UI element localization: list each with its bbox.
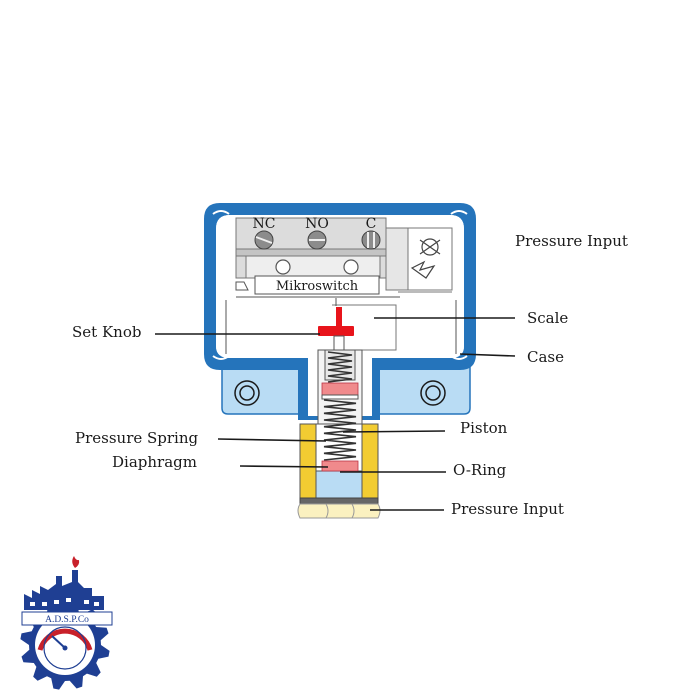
leader-lines	[155, 317, 516, 511]
terminal-label-no: NO	[305, 216, 329, 232]
terminal-screw-nc	[254, 230, 274, 250]
corner-mark-tr	[450, 210, 468, 215]
label-scale: Scale	[527, 309, 568, 327]
logo-text: A.D.S.P.Co	[45, 615, 89, 625]
label-pressure-spring: Pressure Spring	[75, 429, 199, 447]
corner-mark-bl	[212, 355, 230, 360]
spring-coil	[327, 351, 353, 383]
label-pressure-input-bottom: Pressure Input	[451, 500, 564, 518]
corner-mark-br	[450, 355, 468, 360]
diaphragm-seal	[321, 460, 359, 472]
label-diaphragm: Diaphragm	[112, 453, 197, 471]
terminal-screw-c	[361, 230, 381, 250]
spring-coil	[323, 399, 357, 461]
flame-icon	[72, 556, 80, 568]
upper-spring	[327, 351, 353, 383]
terminal-label-nc: NC	[253, 216, 276, 232]
piston-upper	[321, 382, 359, 396]
factory-icon	[24, 570, 104, 610]
microswitch: NC NO C Mikroswitch	[235, 216, 400, 298]
set-knob	[318, 307, 354, 351]
label-o-ring: O-Ring	[453, 461, 507, 479]
label-piston: Piston	[460, 419, 508, 437]
label-set-knob: Set Knob	[72, 323, 141, 341]
switch-hole-right	[343, 259, 359, 275]
mounting-hole-right	[420, 380, 446, 406]
label-pressure-input-top: Pressure Input	[515, 232, 628, 250]
switch-actuator	[385, 227, 453, 293]
terminal-label-c: C	[366, 216, 377, 232]
corner-mark-tl	[212, 210, 230, 215]
company-logo: A.D.S.P.Co	[20, 556, 113, 690]
hex-fitting	[297, 503, 381, 519]
label-case: Case	[527, 348, 564, 366]
terminal-screw-no	[307, 230, 327, 250]
pressure-gauge-icon	[37, 626, 93, 670]
mounting-hole-left	[234, 380, 260, 406]
scale	[332, 298, 397, 351]
case-shell	[204, 203, 476, 420]
spring-column	[317, 349, 363, 472]
switch-hole-left	[275, 259, 291, 275]
pressure-spring	[323, 399, 357, 461]
microswitch-brand-label: Mikroswitch	[276, 279, 359, 294]
